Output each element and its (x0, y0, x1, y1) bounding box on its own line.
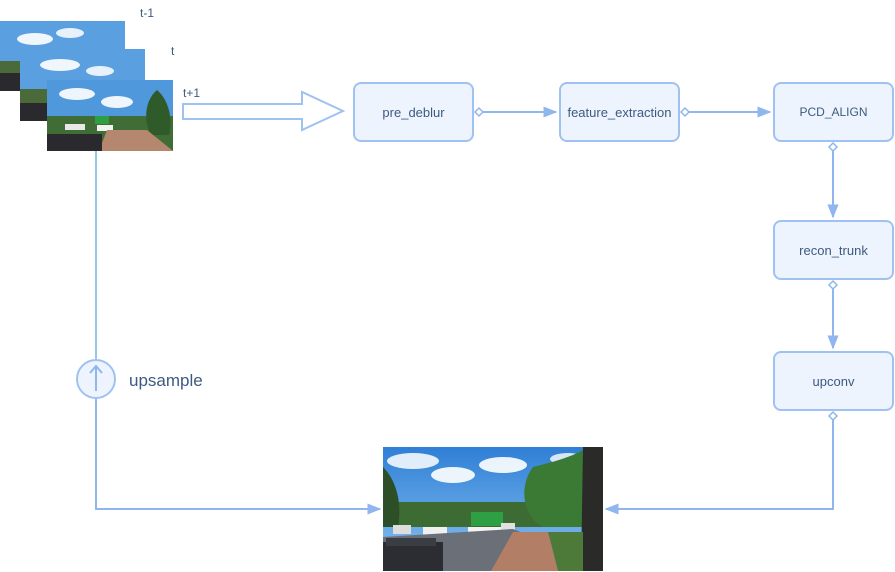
node-feature-extraction[interactable]: feature_extraction (559, 82, 680, 142)
frame-label-t-plus-1: t+1 (183, 86, 201, 100)
node-pre-deblur[interactable]: pre_deblur (353, 82, 474, 142)
frame-label-t: t (171, 44, 175, 58)
input-frame-t-plus-1 (47, 80, 173, 151)
node-recon-trunk[interactable]: recon_trunk (773, 220, 894, 280)
edge-pre-deblur-to-feature-extraction (473, 106, 558, 118)
input-arrow (182, 90, 346, 132)
edge-upconv-to-output (604, 410, 839, 515)
edge-upsample-skip (95, 150, 382, 515)
node-upconv[interactable]: upconv (773, 351, 894, 411)
edge-pcd-align-to-recon-trunk (827, 141, 839, 219)
upsample-icon (76, 359, 116, 399)
edge-recon-trunk-to-upconv (827, 279, 839, 350)
upsample-label: upsample (129, 371, 203, 390)
edge-feature-extraction-to-pcd-align (679, 106, 772, 118)
frame-label-t-minus-1: t-1 (140, 6, 155, 20)
output-image (383, 447, 603, 571)
node-pcd-align[interactable]: PCD_ALIGN (773, 82, 894, 142)
